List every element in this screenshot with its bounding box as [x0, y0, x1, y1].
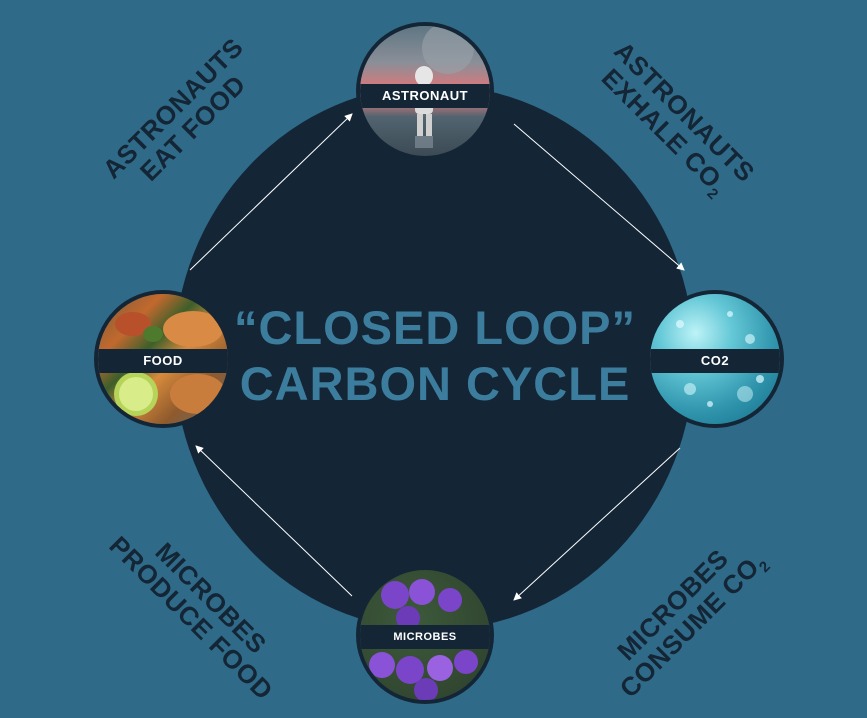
cycle-circle	[174, 85, 694, 630]
microbes-node: MICROBES	[356, 566, 494, 704]
arrow-co2-to-microbes	[513, 447, 681, 601]
co2-node: CO2	[646, 290, 784, 428]
title-line-2: CARBON CYCLE	[239, 357, 631, 410]
diagram-title: “CLOSED LOOP” CARBON CYCLE	[210, 300, 660, 412]
arrow-microbes-to-food	[195, 445, 353, 597]
astronaut-node: ASTRONAUT	[356, 22, 494, 160]
arrow-food-to-astronaut	[189, 113, 353, 271]
arrow-astronaut-to-co2	[513, 123, 685, 271]
food-node: FOOD	[94, 290, 232, 428]
title-line-1: “CLOSED LOOP”	[233, 301, 637, 354]
microbes-label: MICROBES	[360, 625, 490, 649]
co2-label: CO2	[650, 349, 780, 373]
food-label: FOOD	[98, 349, 228, 373]
astronaut-label: ASTRONAUT	[360, 84, 490, 108]
